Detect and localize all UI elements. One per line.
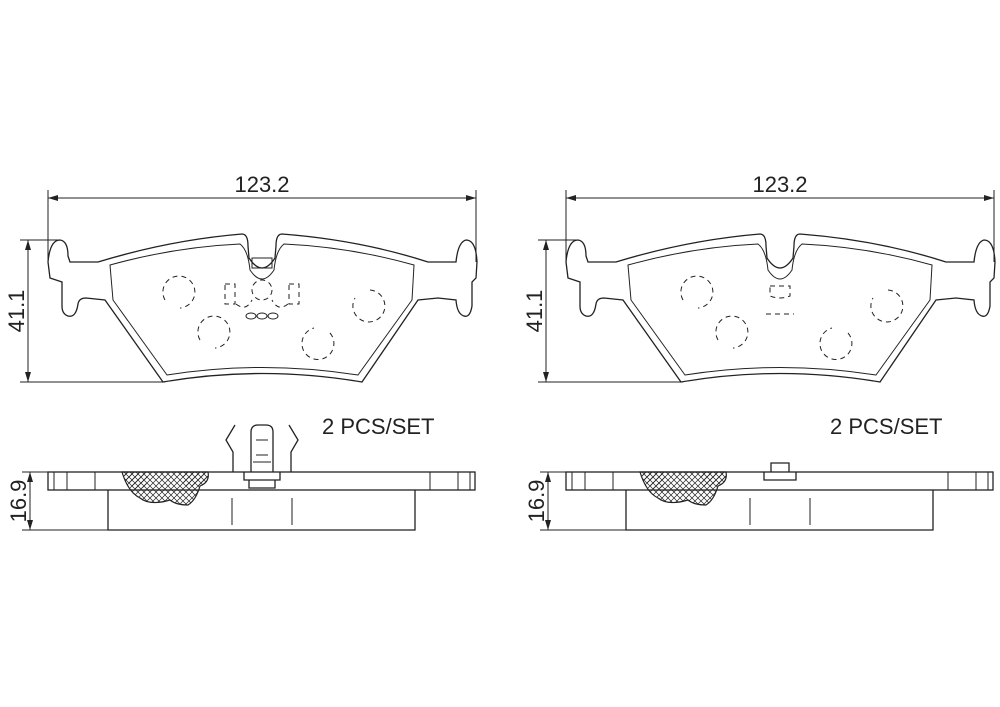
pad-view-left: 123.2 41.1 2 PCS/SET 16.9 [4,172,478,531]
thickness-dimension-label: 16.9 [6,480,31,523]
quantity-label: 2 PCS/SET [830,414,942,439]
pad-side-view [565,471,994,531]
height-dimension: 41.1 [522,239,683,383]
height-dimension: 41.1 [4,239,165,383]
quantity-label: 2 PCS/SET [322,414,434,439]
width-dimension-label: 123.2 [752,172,807,197]
thickness-dimension-label: 16.9 [524,480,549,523]
sensor-tab [763,462,797,481]
width-dimension: 123.2 [47,172,477,262]
width-dimension: 123.2 [565,172,995,262]
height-dimension-label: 41.1 [4,290,29,333]
pad-view-right: 123.2 41.1 2 PCS/SET 16.9 [522,172,996,531]
thickness-dimension: 16.9 [524,471,626,531]
height-dimension-label: 41.1 [522,290,547,333]
retaining-clip [225,424,299,489]
pad-friction-face [47,233,478,383]
pad-side-view [47,471,476,531]
thickness-dimension: 16.9 [6,471,108,531]
pad-friction-face [565,233,996,383]
wear-indicator-mark [766,285,794,315]
wear-sensor-mount [224,257,300,320]
width-dimension-label: 123.2 [234,172,289,197]
